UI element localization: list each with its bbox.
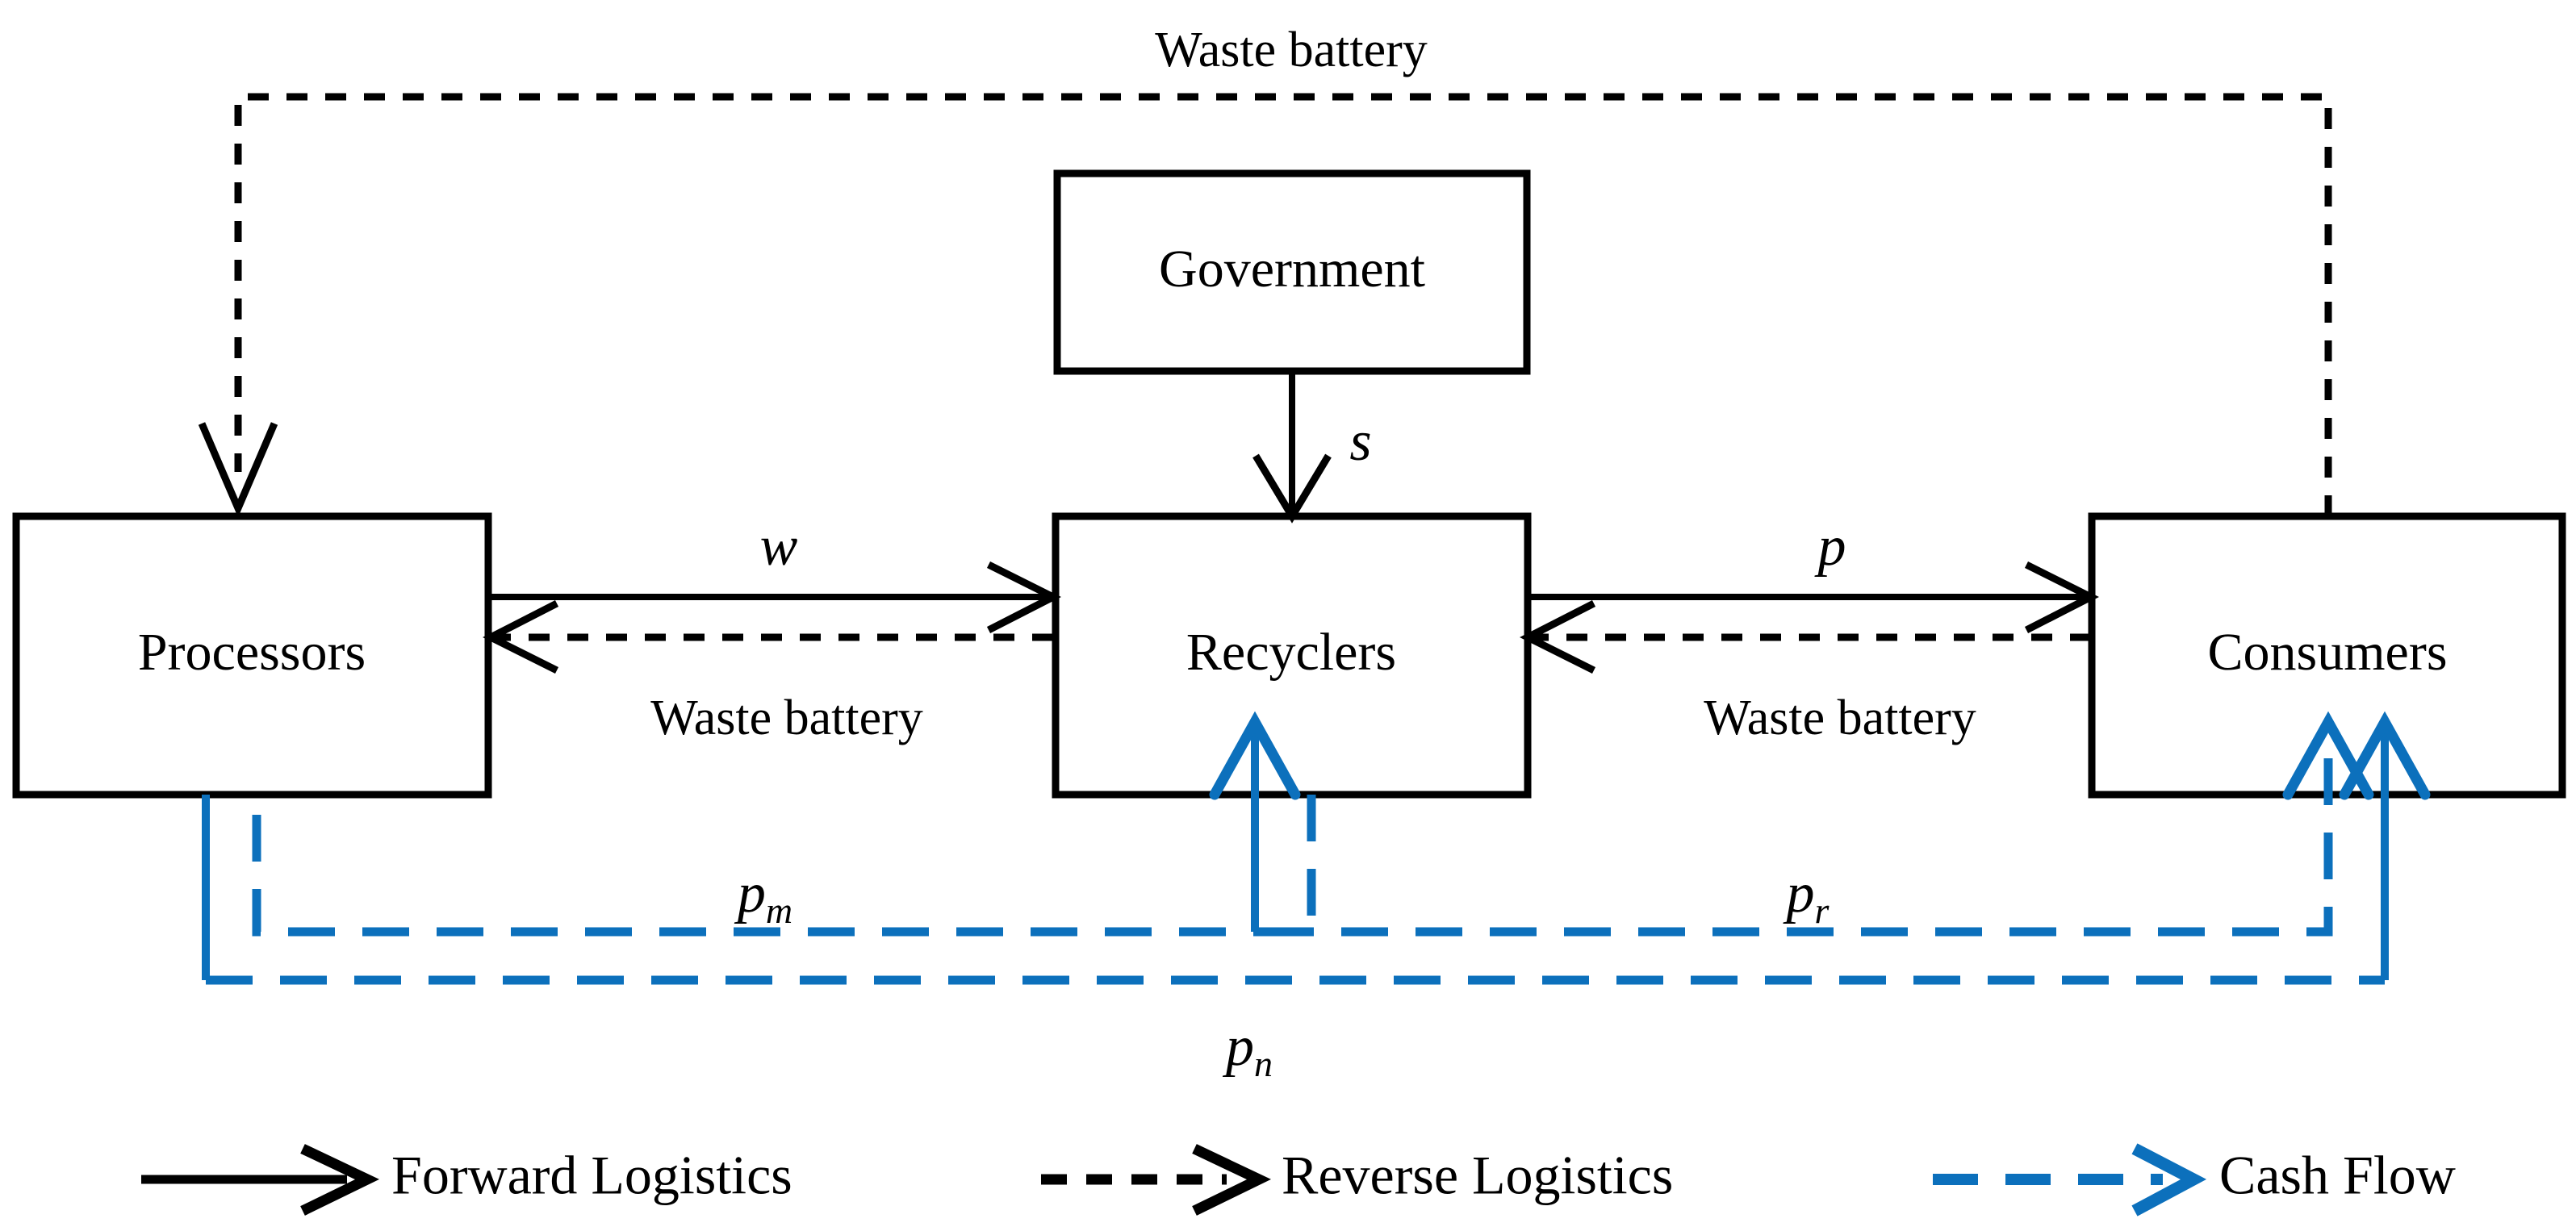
arrowhead-down-recyclers: [1252, 453, 1332, 524]
processors-box[interactable]: [12, 512, 492, 799]
consumers-box[interactable]: [2088, 512, 2566, 799]
arrowhead-right-recyclers: [986, 561, 1061, 634]
node-government[interactable]: Government: [1053, 169, 1531, 375]
svg-text:pn: pn: [1222, 1016, 1273, 1084]
arrowhead-left-processors: [483, 599, 559, 674]
legend-arrowhead-solid: [300, 1144, 379, 1216]
cashflow-p-n: [202, 711, 2431, 985]
legend-item-reverse-logistics: Reverse Logistics: [1041, 1144, 1673, 1216]
legend-arrowhead-cash: [2131, 1143, 2207, 1217]
label-left-waste-battery: Waste battery: [650, 691, 923, 745]
node-consumers[interactable]: Consumers: [2088, 512, 2566, 799]
processors-label: Processors: [138, 623, 366, 682]
label-subsidy-s: s: [1349, 411, 1371, 473]
label-p-n: pn: [1222, 1016, 1273, 1084]
legend-arrowhead-dashed: [1192, 1144, 1271, 1216]
p-m-base: p: [734, 862, 766, 924]
p-m-sub: m: [766, 890, 792, 931]
arrowhead-right-consumers: [2024, 561, 2099, 634]
legend-item-cash-flow: Cash Flow: [1933, 1143, 2456, 1217]
arrowhead-down-processors: [198, 422, 278, 518]
node-recyclers[interactable]: Recyclers: [1052, 512, 1532, 799]
label-retail-price-p: p: [1814, 515, 1846, 578]
reverse-loop-path: [234, 93, 2332, 516]
legend-label-reverse-logistics: Reverse Logistics: [1282, 1145, 1673, 1206]
edge-processors-to-recyclers-forward: [488, 561, 1061, 634]
cashflow-p-r: [1209, 711, 2333, 937]
legend-label-forward-logistics: Forward Logistics: [391, 1145, 792, 1206]
edge-recyclers-to-processors-reverse: [483, 599, 1053, 674]
svg-text:pr: pr: [1783, 862, 1830, 931]
edge-consumers-to-recyclers-reverse: [1520, 599, 2091, 674]
legend: Forward Logistics Reverse Logistics Cash…: [141, 1143, 2456, 1217]
edge-government-to-recyclers: [1252, 371, 1332, 524]
svg-text:pm: pm: [734, 862, 792, 931]
recyclers-label: Recyclers: [1186, 623, 1396, 682]
label-wholesale-price-w: w: [760, 515, 798, 578]
node-processors[interactable]: Processors: [12, 512, 492, 799]
label-right-waste-battery: Waste battery: [1704, 691, 1976, 745]
label-p-r: pr: [1783, 862, 1830, 931]
label-top-waste-battery: Waste battery: [1155, 23, 1428, 77]
arrowhead-up-consumers-left: [2282, 711, 2374, 800]
p-r-path: [1255, 758, 2333, 937]
legend-item-forward-logistics: Forward Logistics: [141, 1144, 792, 1216]
edge-recyclers-to-consumers-forward: [1528, 561, 2099, 634]
arrowhead-left-recyclers: [1520, 599, 1596, 674]
p-r-sub: r: [1815, 890, 1830, 931]
p-n-base: p: [1222, 1016, 1254, 1078]
consumers-label: Consumers: [2208, 623, 2448, 682]
p-r-base: p: [1783, 862, 1815, 924]
arrowhead-up-recyclers: [1209, 711, 1301, 800]
p-n-sub: n: [1254, 1043, 1273, 1084]
edge-consumers-to-processors-reverse: [198, 93, 2332, 518]
government-label: Government: [1159, 240, 1425, 298]
legend-label-cash-flow: Cash Flow: [2219, 1145, 2456, 1206]
label-p-m: pm: [734, 862, 792, 931]
